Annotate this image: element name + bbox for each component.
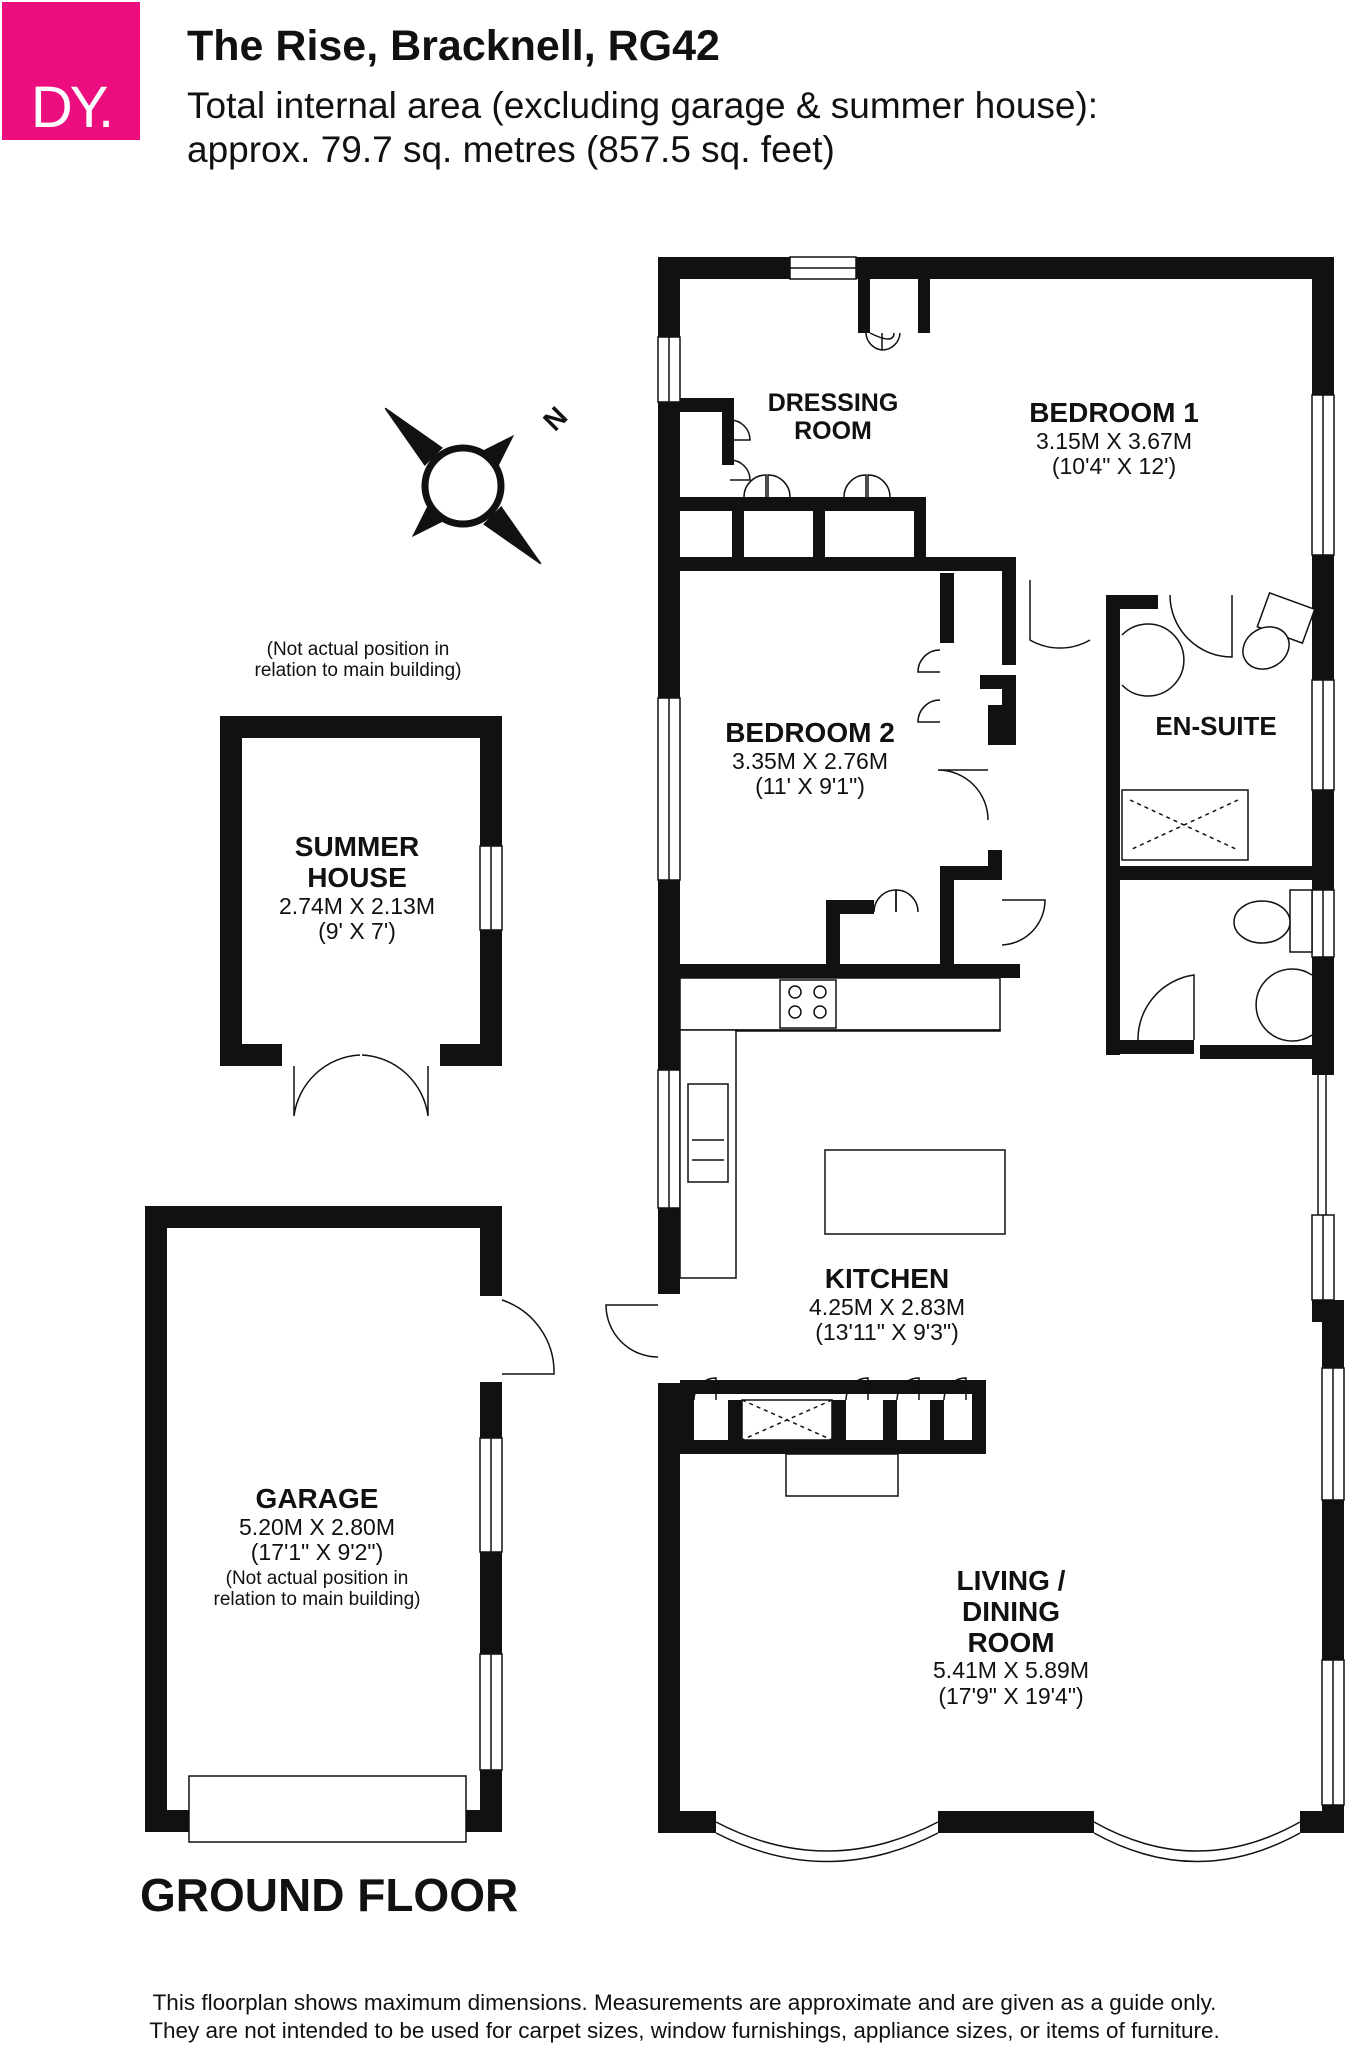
kitchen-label: KITCHEN 4.25M X 2.83M (13'11" X 9'3") [809, 1263, 965, 1346]
property-title: The Rise, Bracknell, RG42 [187, 22, 720, 70]
summer-house-note: (Not actual position in relation to main… [254, 639, 462, 681]
summer-house-label: SUMMER HOUSE 2.74M X 2.13M (9' X 7') [279, 831, 435, 944]
disclaimer-line-2: They are not intended to be used for car… [149, 2018, 1220, 2043]
floor-label: GROUND FLOOR [140, 1869, 519, 1921]
logo-text: DY. [30, 75, 114, 140]
bedroom-1-label: BEDROOM 1 3.15M X 3.67M (10'4" X 12') [1029, 397, 1199, 480]
ensuite-label: EN-SUITE [1155, 711, 1277, 741]
summer-house-walls [220, 716, 502, 1066]
fixtures [605, 256, 1345, 1863]
bedroom-2-label: BEDROOM 2 3.35M X 2.76M (11' X 9'1") [725, 717, 895, 800]
dressing-room-label: DRESSING ROOM [767, 389, 899, 445]
compass-rose [384, 407, 542, 565]
main-walls [658, 257, 1344, 1833]
area-summary: Total internal area (excluding garage & … [187, 84, 1187, 172]
area-line-2: approx. 79.7 sq. metres (857.5 sq. feet) [187, 129, 835, 170]
brand-logo: DY. [2, 2, 140, 140]
garage-walls [145, 1206, 502, 1832]
garage-label: GARAGE 5.20M X 2.80M (17'1" X 9'2") (Not… [213, 1483, 421, 1611]
living-dining-label: LIVING / DINING ROOM 5.41M X 5.89M (17'9… [933, 1565, 1089, 1709]
area-line-1: Total internal area (excluding garage & … [187, 85, 1099, 126]
disclaimer-line-1: This floorplan shows maximum dimensions.… [152, 1990, 1217, 2015]
